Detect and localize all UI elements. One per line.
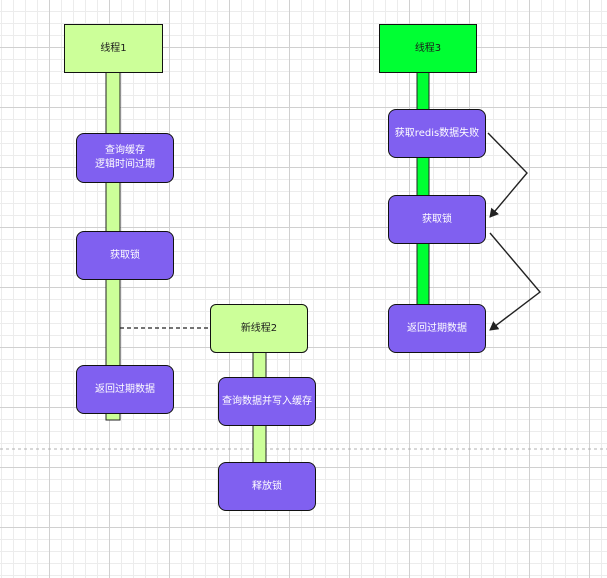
thread1-acquire-lock-step: 获取锁 [76,231,174,280]
thread3-acquire-lock-step: 获取锁 [388,195,486,244]
thread2-query-write-step: 查询数据并写入缓存 [218,377,316,426]
thread3-return-expired-step: 返回过期数据 [388,304,486,353]
thread2-release-lock-step: 释放锁 [218,462,316,511]
flow-arrow-fail-to-lock [487,132,528,218]
thread1-return-expired-step: 返回过期数据 [76,365,174,414]
thread1-header: 线程1 [64,24,163,73]
thread3-header: 线程3 [379,24,477,73]
thread1-query-cache-step: 查询缓存 逻辑时间过期 [76,133,174,183]
thread2-header: 新线程2 [210,304,308,353]
flow-arrow-lock-to-return [489,232,542,331]
thread3-redis-fail-step: 获取redis数据失败 [388,109,486,158]
